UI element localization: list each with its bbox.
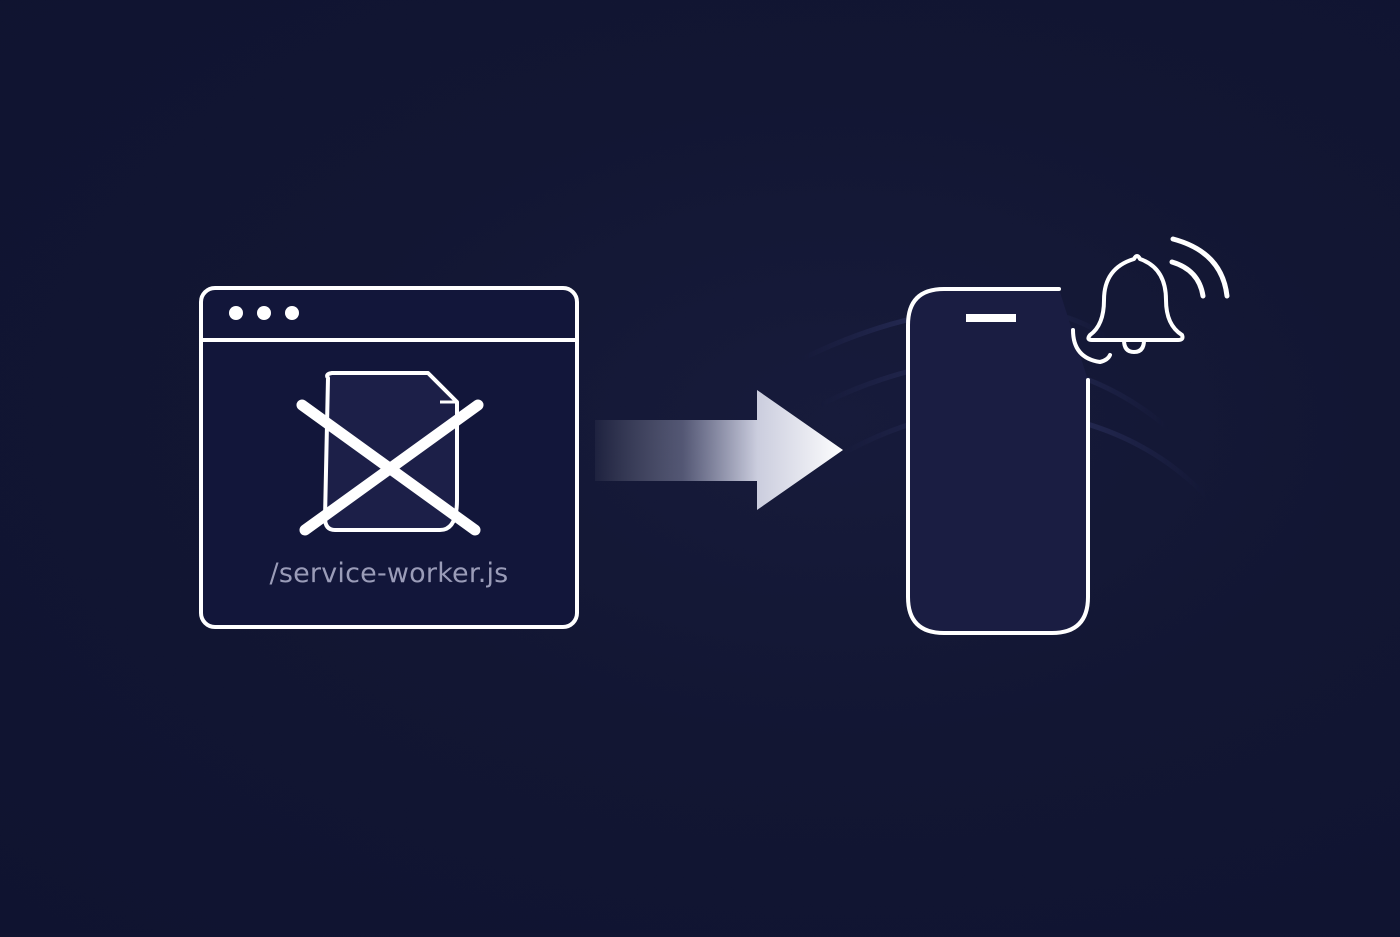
bell-icon bbox=[1071, 254, 1185, 364]
phone-device bbox=[906, 287, 1090, 635]
browser-window bbox=[199, 286, 579, 629]
window-dots-icon bbox=[229, 306, 299, 320]
service-worker-file-label: /service-worker.js bbox=[269, 558, 509, 589]
phone-speaker bbox=[966, 314, 1016, 322]
signal-waves-icon bbox=[1169, 236, 1230, 299]
arrow-right-icon bbox=[595, 390, 843, 510]
x-cross-icon bbox=[296, 399, 484, 536]
